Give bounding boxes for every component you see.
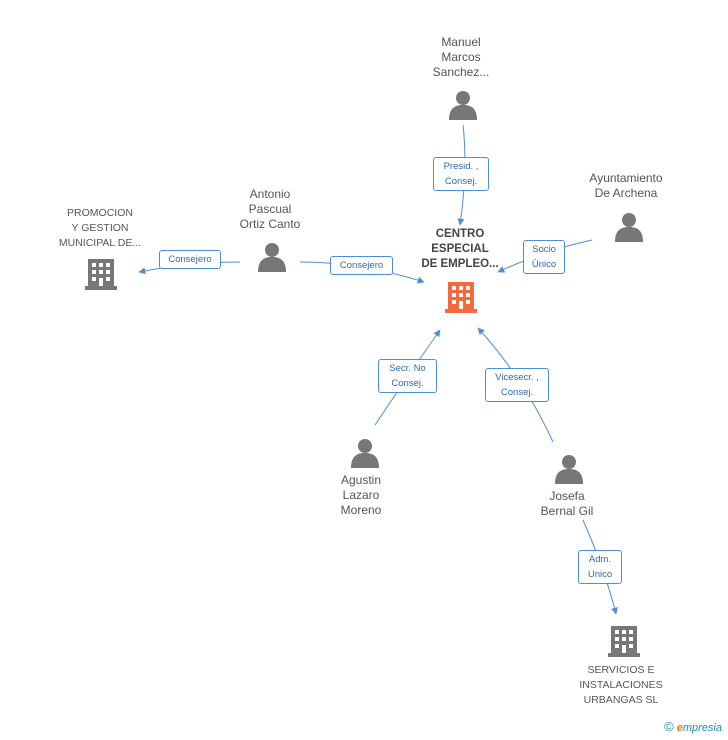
relation-line: Presid. , [443,161,479,172]
center-company-label[interactable]: CENTRO ESPECIAL DE EMPLEO... [405,227,515,272]
node-label-line: PROMOCION [67,207,133,219]
relation-line: Unico [587,569,613,580]
relation-line: Consej. [391,378,424,389]
relation-line: Secr. No [389,363,426,374]
node-label-line: Marcos [441,50,481,64]
building-icon[interactable] [608,624,640,658]
node-label-line: Josefa [549,489,585,503]
node-label-line: De Archena [594,186,658,200]
person-icon[interactable] [555,454,583,484]
node-label-line: Antonio [249,187,291,201]
relation-line: Consejero [168,254,212,265]
node-label-line: Moreno [340,503,382,517]
node-label-line: SERVICIOS E [587,664,655,676]
relation-line: Adm. [588,554,612,565]
person-icon[interactable] [351,438,379,468]
node-label-line: Ayuntamiento [589,171,663,185]
copyright-brand: © empresia [664,719,722,734]
relation-agustin-center[interactable]: Secr. No Consej. [378,359,437,393]
node-label-line: Y GESTION [71,222,129,234]
node-label-line: Pascual [248,202,292,216]
node-label-line: MUNICIPAL DE... [58,237,142,249]
relation-line: Vicesecr. , [495,372,539,383]
node-label-line: Ortiz Canto [239,217,301,231]
relation-antonio-center[interactable]: Consejero [330,256,393,275]
node-manuel-label[interactable]: Manuel Marcos Sanchez... [411,35,511,80]
node-label-line: Bernal Gil [540,504,594,518]
node-ayuntamiento-label[interactable]: Ayuntamiento De Archena [576,171,676,201]
relation-line: Consej. [500,387,534,398]
relation-ayuntamiento-center[interactable]: Socio Único [523,240,565,274]
relation-antonio-promocion[interactable]: Consejero [159,250,221,269]
building-icon[interactable] [85,257,117,291]
building-icon[interactable] [445,280,477,314]
relation-josefa-servicios[interactable]: Adm. Unico [578,550,622,584]
relation-josefa-center[interactable]: Vicesecr. , Consej. [485,368,549,402]
node-label-line: Lazaro [342,488,380,502]
node-antonio-label[interactable]: Antonio Pascual Ortiz Canto [220,187,320,232]
node-label-line: Sanchez... [432,65,490,79]
relation-manuel-center[interactable]: Presid. , Consej. [433,157,489,191]
brand-logo-e: e [676,722,683,734]
copyright-symbol: © [664,719,674,734]
node-josefa-label[interactable]: Josefa Bernal Gil [517,489,617,519]
node-servicios-label[interactable]: SERVICIOS E INSTALACIONES URBANGAS SL [566,663,676,708]
center-label-line: ESPECIAL [431,243,489,255]
center-label-line: CENTRO [435,228,485,240]
person-icon[interactable] [615,212,643,242]
person-icon[interactable] [449,90,477,120]
node-label-line: Agustin [340,473,382,487]
node-label-line: Manuel [441,35,481,49]
node-promocion-label[interactable]: PROMOCION Y GESTION MUNICIPAL DE... [45,206,155,251]
relation-line: Socio [532,244,556,255]
relation-line: Único [531,259,557,270]
node-label-line: URBANGAS SL [583,694,659,706]
center-label-line: DE EMPLEO... [421,258,499,270]
person-icon[interactable] [258,242,286,272]
brand-logo-text: mpresia [682,722,722,734]
node-label-line: INSTALACIONES [579,679,663,691]
relation-line: Consejero [339,260,384,271]
node-agustin-label[interactable]: Agustin Lazaro Moreno [311,473,411,518]
relation-line: Consej. [444,176,478,187]
